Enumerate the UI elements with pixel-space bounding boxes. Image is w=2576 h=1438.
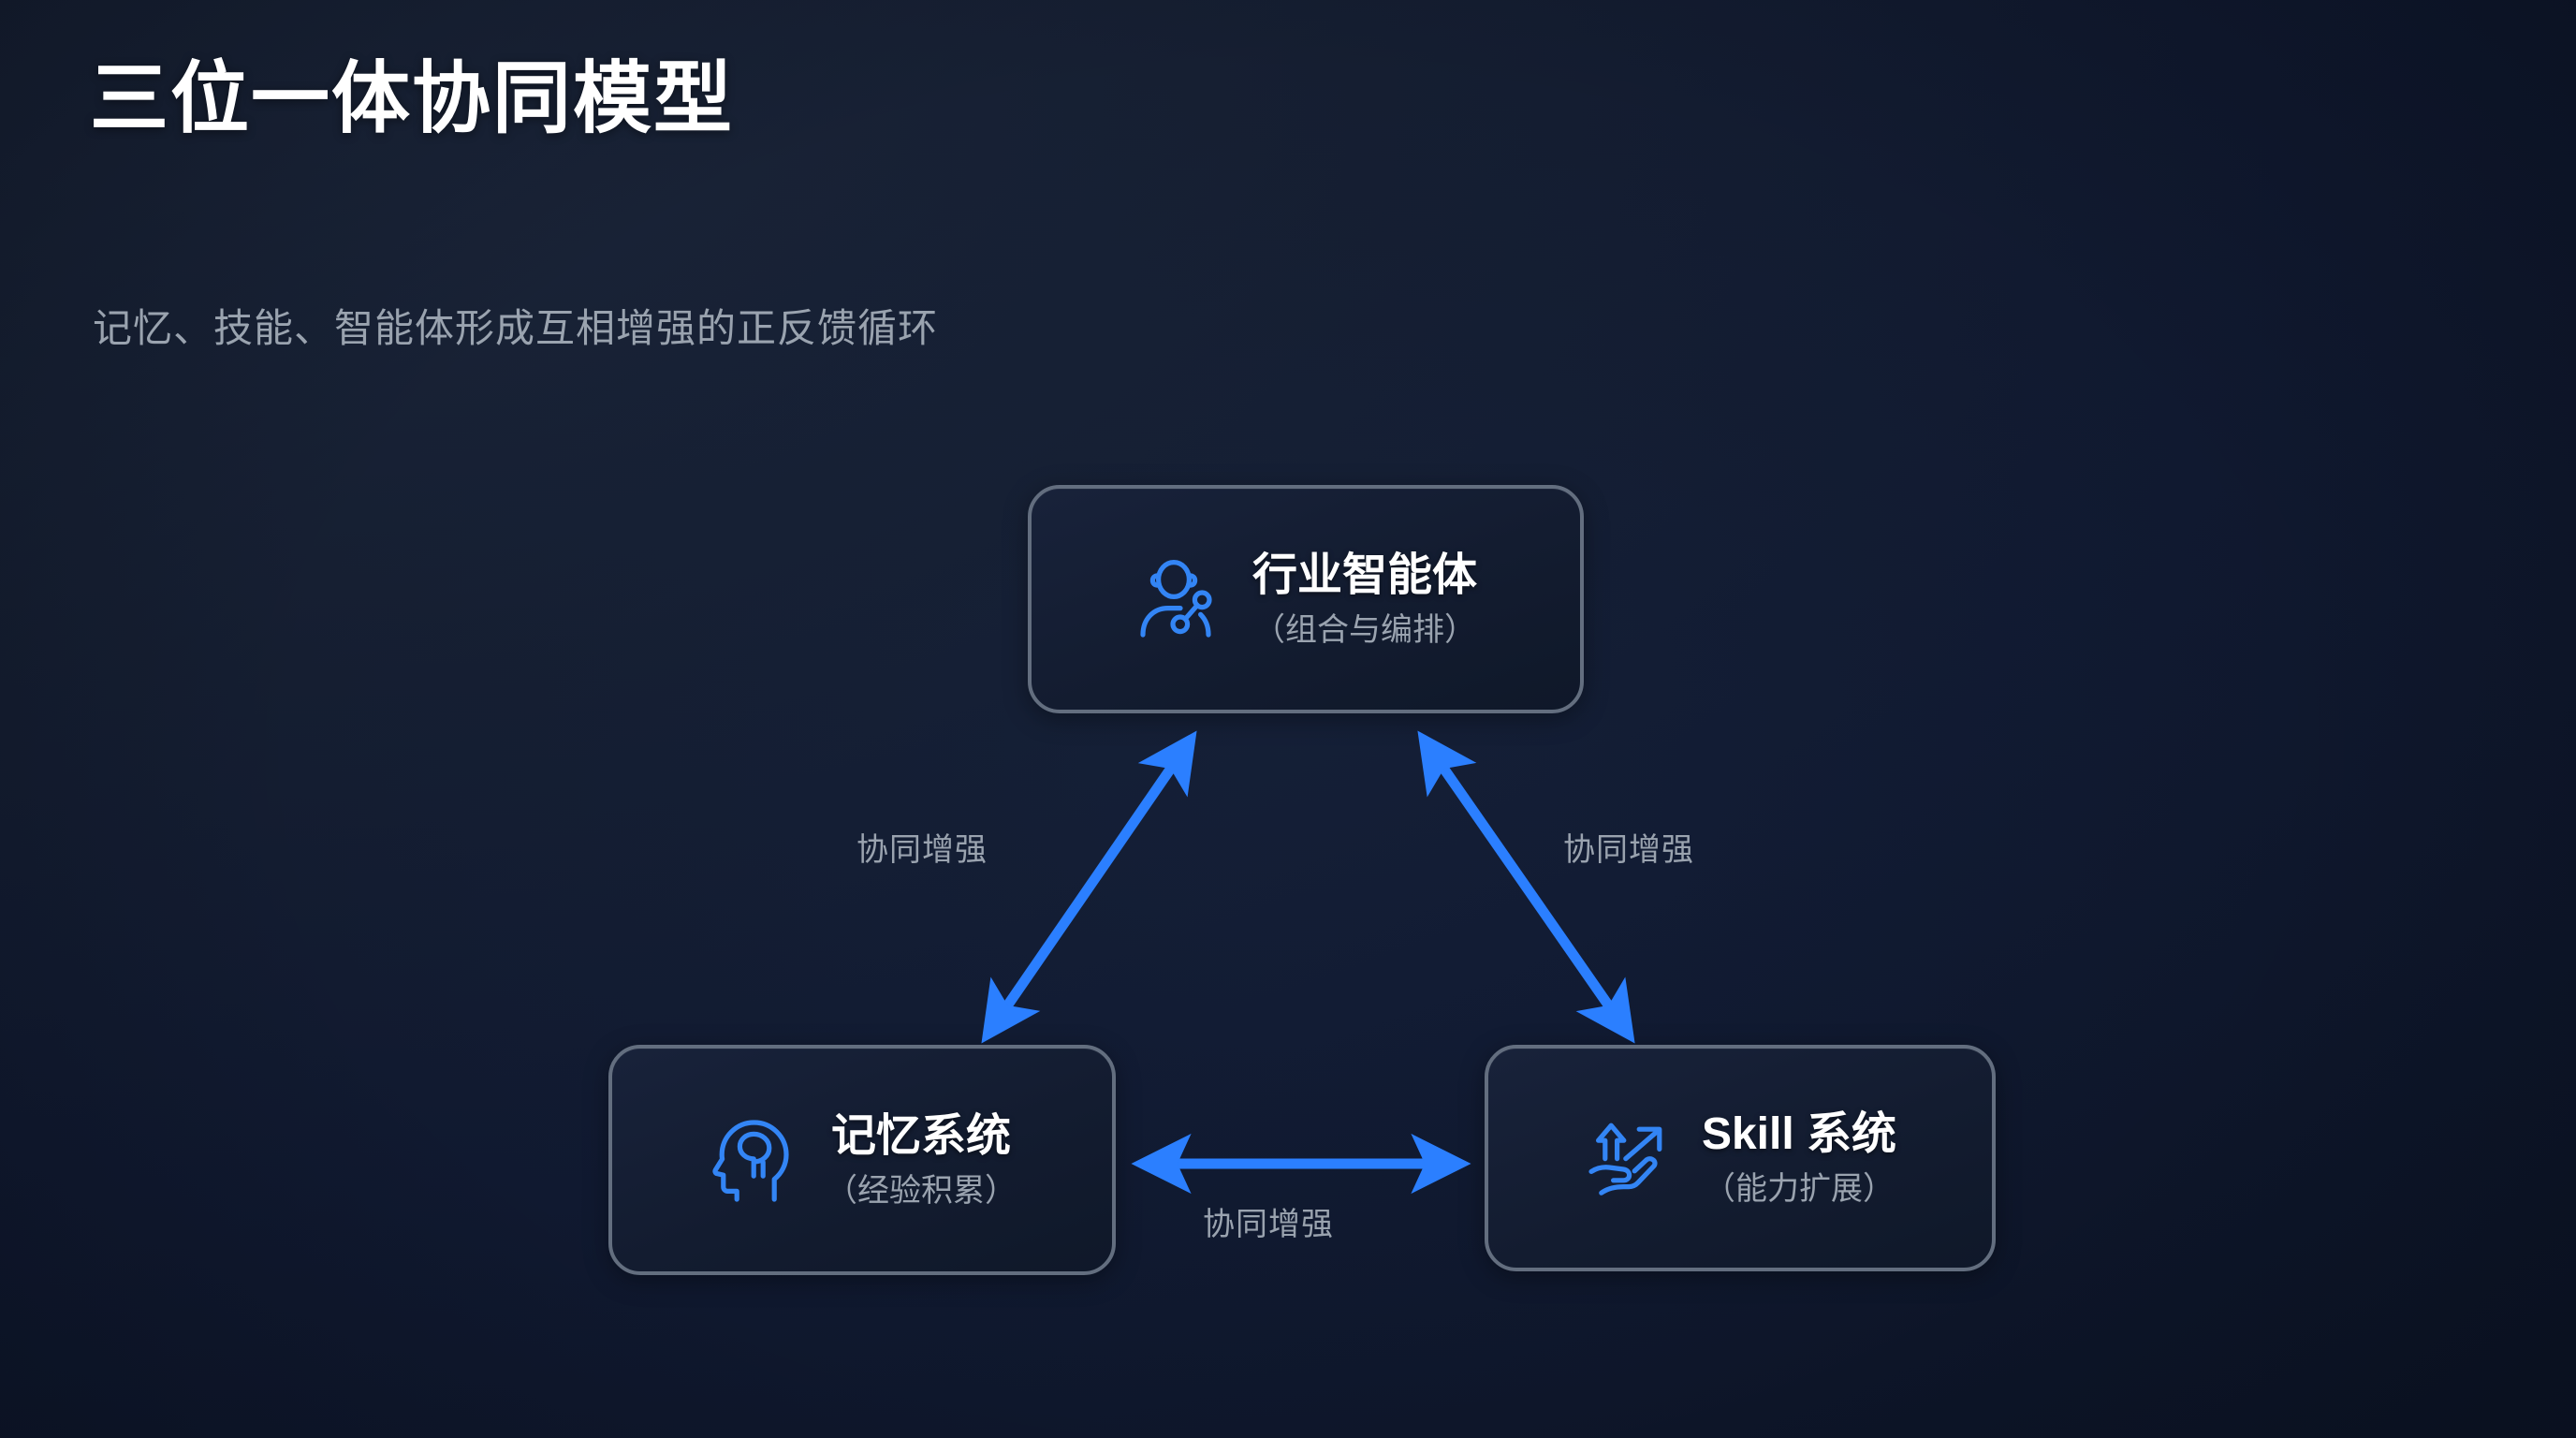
node-title-skill: Skill 系统 (1701, 1108, 1897, 1159)
node-card-skill[interactable]: Skill 系统 （能力扩展） (1485, 1045, 1996, 1271)
node-card-memory[interactable]: 记忆系统 （经验积累） (608, 1045, 1116, 1275)
arrow-agent-skill (1417, 730, 1635, 1044)
arrow-memory-agent (981, 730, 1197, 1044)
page-subtitle: 记忆、技能、智能体形成互相增强的正反馈循环 (93, 306, 939, 350)
edge-label-memory-agent: 协同增强 (856, 832, 988, 868)
agent-network-icon (1134, 554, 1224, 644)
edge-label-agent-skill: 协同增强 (1563, 832, 1694, 868)
edge-label-memory-skill: 协同增强 (1203, 1207, 1334, 1242)
node-text-memory: 记忆系统 （经验积累） (826, 1109, 1017, 1211)
node-subtitle-memory: （经验积累） (826, 1173, 1017, 1210)
node-card-agent[interactable]: 行业智能体 （组合与编排） (1028, 485, 1584, 713)
hand-growth-arrows-icon (1584, 1113, 1674, 1203)
node-title-memory: 记忆系统 (830, 1110, 1011, 1161)
brain-head-icon (708, 1115, 798, 1205)
node-text-skill: Skill 系统 （能力扩展） (1702, 1108, 1896, 1209)
page-title: 三位一体协同模型 (90, 54, 735, 142)
node-subtitle-agent: （组合与编排） (1252, 612, 1476, 649)
node-subtitle-skill: （能力扩展） (1704, 1171, 1895, 1208)
node-title-agent: 行业智能体 (1251, 550, 1477, 600)
node-text-agent: 行业智能体 （组合与编排） (1252, 549, 1477, 650)
